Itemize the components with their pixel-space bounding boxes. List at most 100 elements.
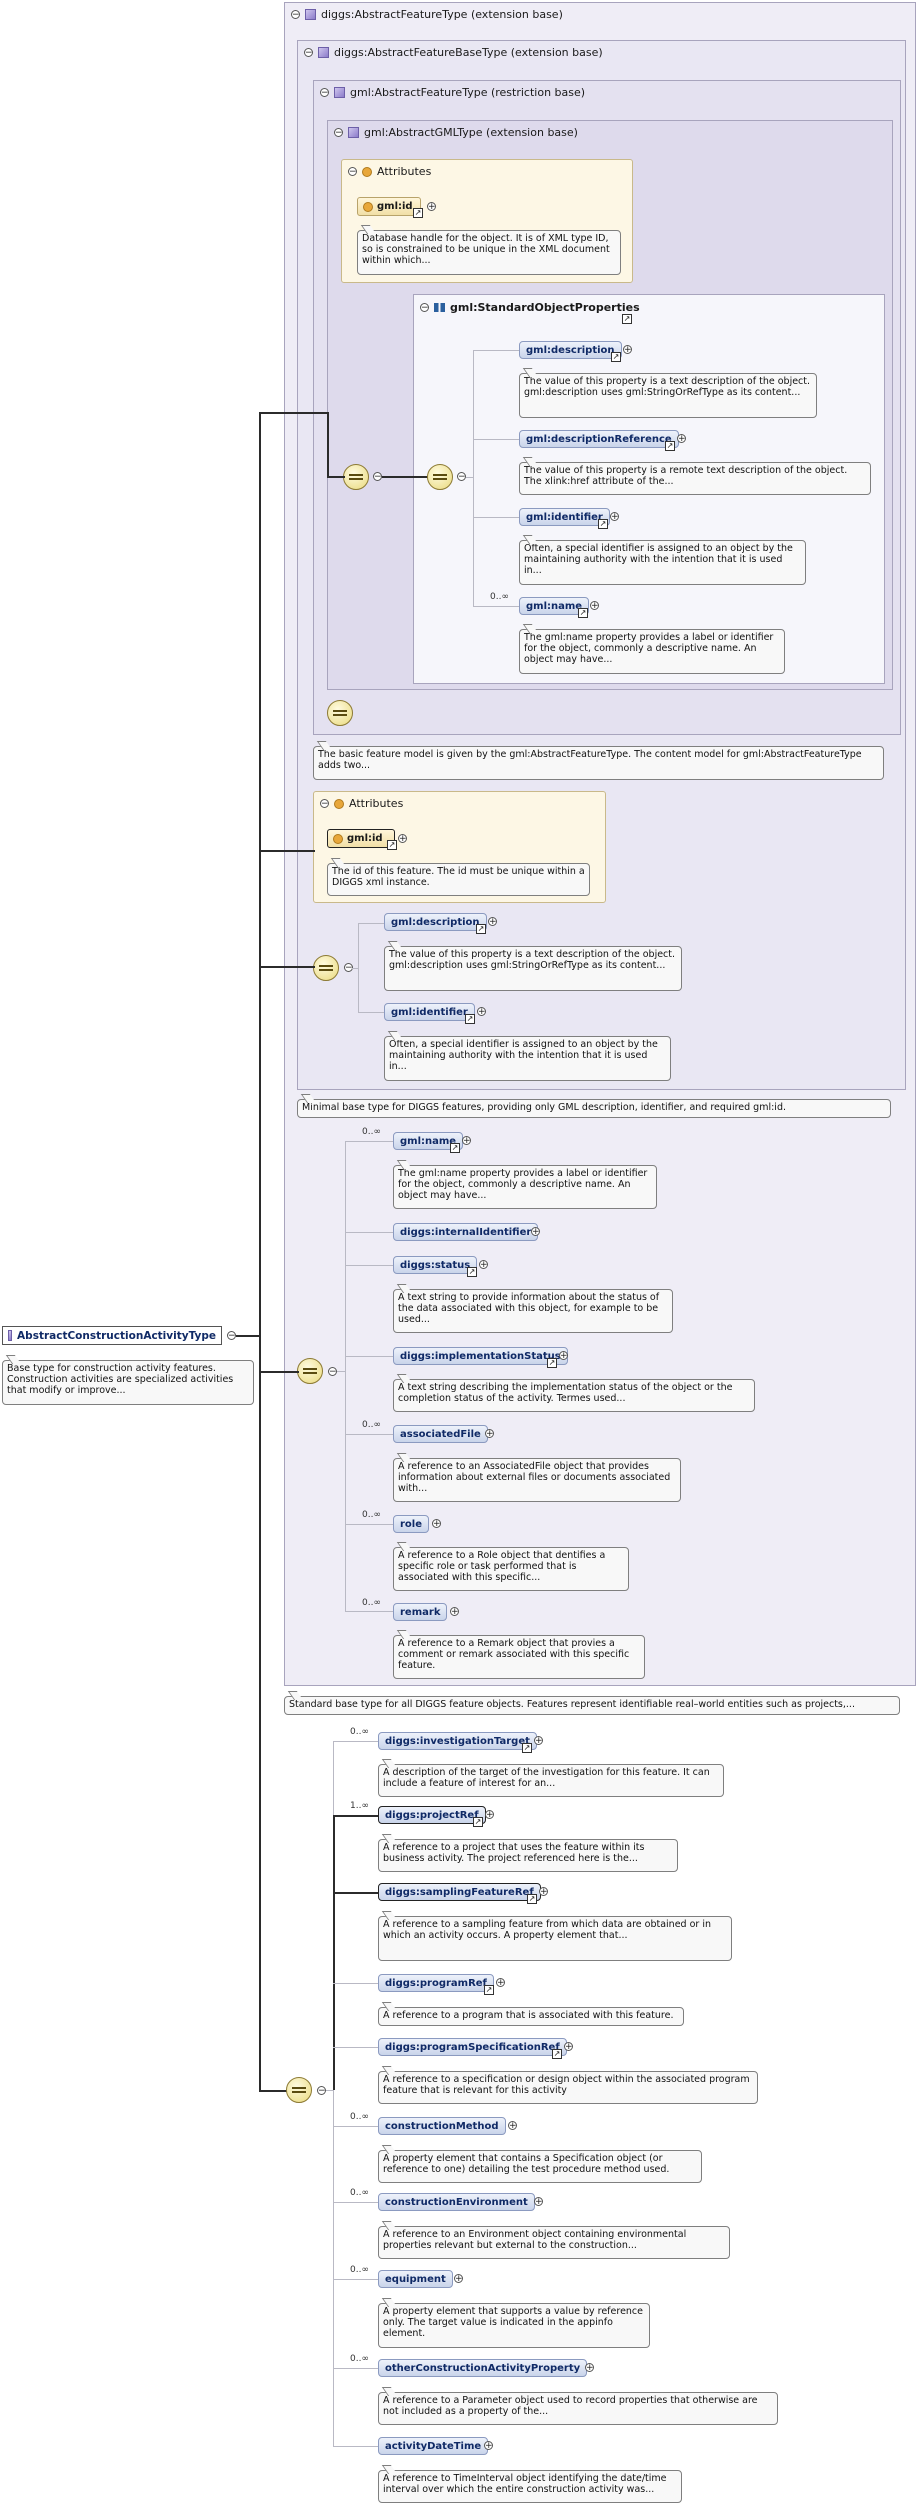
expand-icon[interactable]: + (427, 202, 436, 212)
activity-item-construction-method[interactable]: constructionMethod (378, 2117, 506, 2135)
sequence-icon[interactable] (327, 700, 353, 726)
collapse-icon[interactable]: − (291, 10, 300, 20)
expand-icon[interactable]: + (534, 1736, 543, 1746)
expand-icon[interactable]: + (432, 1519, 441, 1529)
collapse-icon[interactable]: − (304, 48, 313, 58)
expand-icon[interactable]: + (398, 834, 407, 844)
collapse-icon[interactable]: − (348, 167, 357, 177)
featurebase-item-identifier[interactable]: gml:identifier (384, 1003, 475, 1021)
activity-item-program-specification-ref[interactable]: diggs:programSpecificationRef (378, 2038, 567, 2056)
complex-type-icon (8, 1330, 13, 1341)
expand-icon[interactable]: + (534, 2197, 543, 2207)
expand-icon[interactable]: + (484, 2441, 493, 2451)
feature-item-remark[interactable]: remark (393, 1603, 448, 1621)
activity-item-activity-date-time[interactable]: activityDateTime (378, 2437, 489, 2455)
sequence-icon[interactable] (297, 1358, 323, 1384)
reference-arrow-icon[interactable]: ↗ (476, 924, 486, 934)
collapse-icon[interactable]: − (334, 128, 343, 138)
gml-abstract-gml-header[interactable]: − gml:AbstractGMLType (extension base) (334, 126, 578, 139)
gml-id-attribute[interactable]: gml:id (357, 197, 421, 216)
collapse-icon[interactable]: − (320, 88, 329, 98)
expand-icon[interactable]: + (477, 1007, 486, 1017)
activity-item-equipment[interactable]: equipment (378, 2270, 453, 2288)
reference-arrow-icon[interactable]: ↗ (413, 208, 423, 218)
featurebase-item-description[interactable]: gml:description (384, 913, 487, 931)
annotation: Often, a special identifier is assigned … (384, 1036, 671, 1081)
expand-icon[interactable]: + (479, 1260, 488, 1270)
spo-item-description[interactable]: gml:description (519, 341, 622, 359)
reference-arrow-icon[interactable]: ↗ (598, 519, 608, 529)
feature-item-role[interactable]: role (393, 1515, 430, 1533)
root-type[interactable]: AbstractConstructionActivityType (2, 1326, 222, 1345)
multiplicity: 0..∞ (350, 2265, 369, 2275)
spo-item-description-reference[interactable]: gml:descriptionReference (519, 430, 679, 448)
reference-arrow-icon[interactable]: ↗ (552, 2049, 562, 2059)
annotation: Often, a special identifier is assigned … (519, 540, 806, 585)
activity-item-other-construction-activity-property[interactable]: otherConstructionActivityProperty (378, 2359, 588, 2377)
reference-arrow-icon[interactable]: ↗ (665, 441, 675, 451)
collapse-icon[interactable]: − (373, 472, 382, 482)
collapse-icon[interactable]: − (420, 303, 429, 313)
reference-arrow-icon[interactable]: ↗ (547, 1358, 557, 1368)
collapse-icon[interactable]: − (328, 1367, 337, 1377)
expand-icon[interactable]: + (623, 345, 632, 355)
activity-item-sampling-feature-ref[interactable]: diggs:samplingFeatureRef (378, 1883, 541, 1901)
feature-item-implementation-status[interactable]: diggs:implementationStatus (393, 1347, 568, 1365)
reference-arrow-icon[interactable]: ↗ (387, 840, 397, 850)
gml-id-attribute[interactable]: gml:id (327, 829, 395, 848)
spo-item-identifier[interactable]: gml:identifier (519, 508, 610, 526)
annotation: A property element that contains a Speci… (378, 2150, 702, 2183)
expand-icon[interactable]: + (610, 512, 619, 522)
activity-item-construction-environment[interactable]: constructionEnvironment (378, 2193, 535, 2211)
gml-abstract-feature-header[interactable]: − gml:AbstractFeatureType (restriction b… (320, 86, 586, 99)
feature-item-status[interactable]: diggs:status (393, 1256, 478, 1274)
expand-icon[interactable]: + (539, 1887, 548, 1897)
gml-attributes-header[interactable]: − Attributes (348, 165, 432, 178)
activity-item-investigation-target[interactable]: diggs:investigationTarget (378, 1732, 537, 1750)
expand-icon[interactable]: + (488, 917, 497, 927)
expand-icon[interactable]: + (559, 1351, 568, 1361)
reference-arrow-icon[interactable]: ↗ (578, 608, 588, 618)
collapse-icon[interactable]: − (317, 2086, 326, 2096)
collapse-icon[interactable]: − (344, 963, 353, 973)
activity-item-program-ref[interactable]: diggs:programRef (378, 1974, 494, 1992)
sequence-icon[interactable] (286, 2077, 312, 2103)
attribute-icon (333, 833, 343, 844)
expand-icon[interactable]: + (485, 1429, 494, 1439)
collapse-icon[interactable]: − (227, 1331, 236, 1341)
feature-item-associated-file[interactable]: associatedFile (393, 1425, 488, 1443)
expand-icon[interactable]: + (462, 1136, 471, 1146)
annotation: The basic feature model is given by the … (313, 746, 884, 780)
reference-arrow-icon[interactable]: ↗ (484, 1985, 494, 1995)
sequence-icon[interactable] (343, 464, 369, 490)
expand-icon[interactable]: + (564, 2042, 573, 2052)
spo-item-name[interactable]: gml:name (519, 597, 590, 615)
reference-arrow-icon[interactable]: ↗ (465, 1014, 475, 1024)
featurebase-attributes-header[interactable]: − Attributes (320, 797, 404, 810)
sequence-icon[interactable] (313, 955, 339, 981)
reference-arrow-icon[interactable]: ↗ (450, 1143, 460, 1153)
expand-icon[interactable]: + (454, 2274, 463, 2284)
sequence-icon[interactable] (427, 464, 453, 490)
expand-icon[interactable]: + (496, 1978, 505, 1988)
reference-arrow-icon[interactable]: ↗ (527, 1894, 537, 1904)
expand-icon[interactable]: + (590, 601, 599, 611)
collapse-icon[interactable]: − (457, 472, 466, 482)
expand-icon[interactable]: + (485, 1810, 494, 1820)
collapse-icon[interactable]: − (320, 799, 329, 809)
reference-arrow-icon[interactable]: ↗ (622, 314, 632, 324)
expand-icon[interactable]: + (531, 1227, 540, 1237)
feature-item-internal-identifier[interactable]: diggs:internalIdentifier (393, 1223, 539, 1241)
standard-object-properties-header[interactable]: − gml:StandardObjectProperties (420, 301, 640, 314)
expand-icon[interactable]: + (677, 434, 686, 444)
activity-item-project-ref[interactable]: diggs:projectRef (378, 1806, 486, 1824)
diggs-abstract-feature-header[interactable]: − diggs:AbstractFeatureType (extension b… (291, 8, 563, 21)
expand-icon[interactable]: + (450, 1607, 459, 1617)
reference-arrow-icon[interactable]: ↗ (467, 1267, 477, 1277)
reference-arrow-icon[interactable]: ↗ (611, 352, 621, 362)
reference-arrow-icon[interactable]: ↗ (473, 1817, 483, 1827)
diggs-abstract-featurebase-header[interactable]: − diggs:AbstractFeatureBaseType (extensi… (304, 46, 603, 59)
expand-icon[interactable]: + (508, 2121, 517, 2131)
reference-arrow-icon[interactable]: ↗ (522, 1743, 532, 1753)
expand-icon[interactable]: + (585, 2363, 594, 2373)
